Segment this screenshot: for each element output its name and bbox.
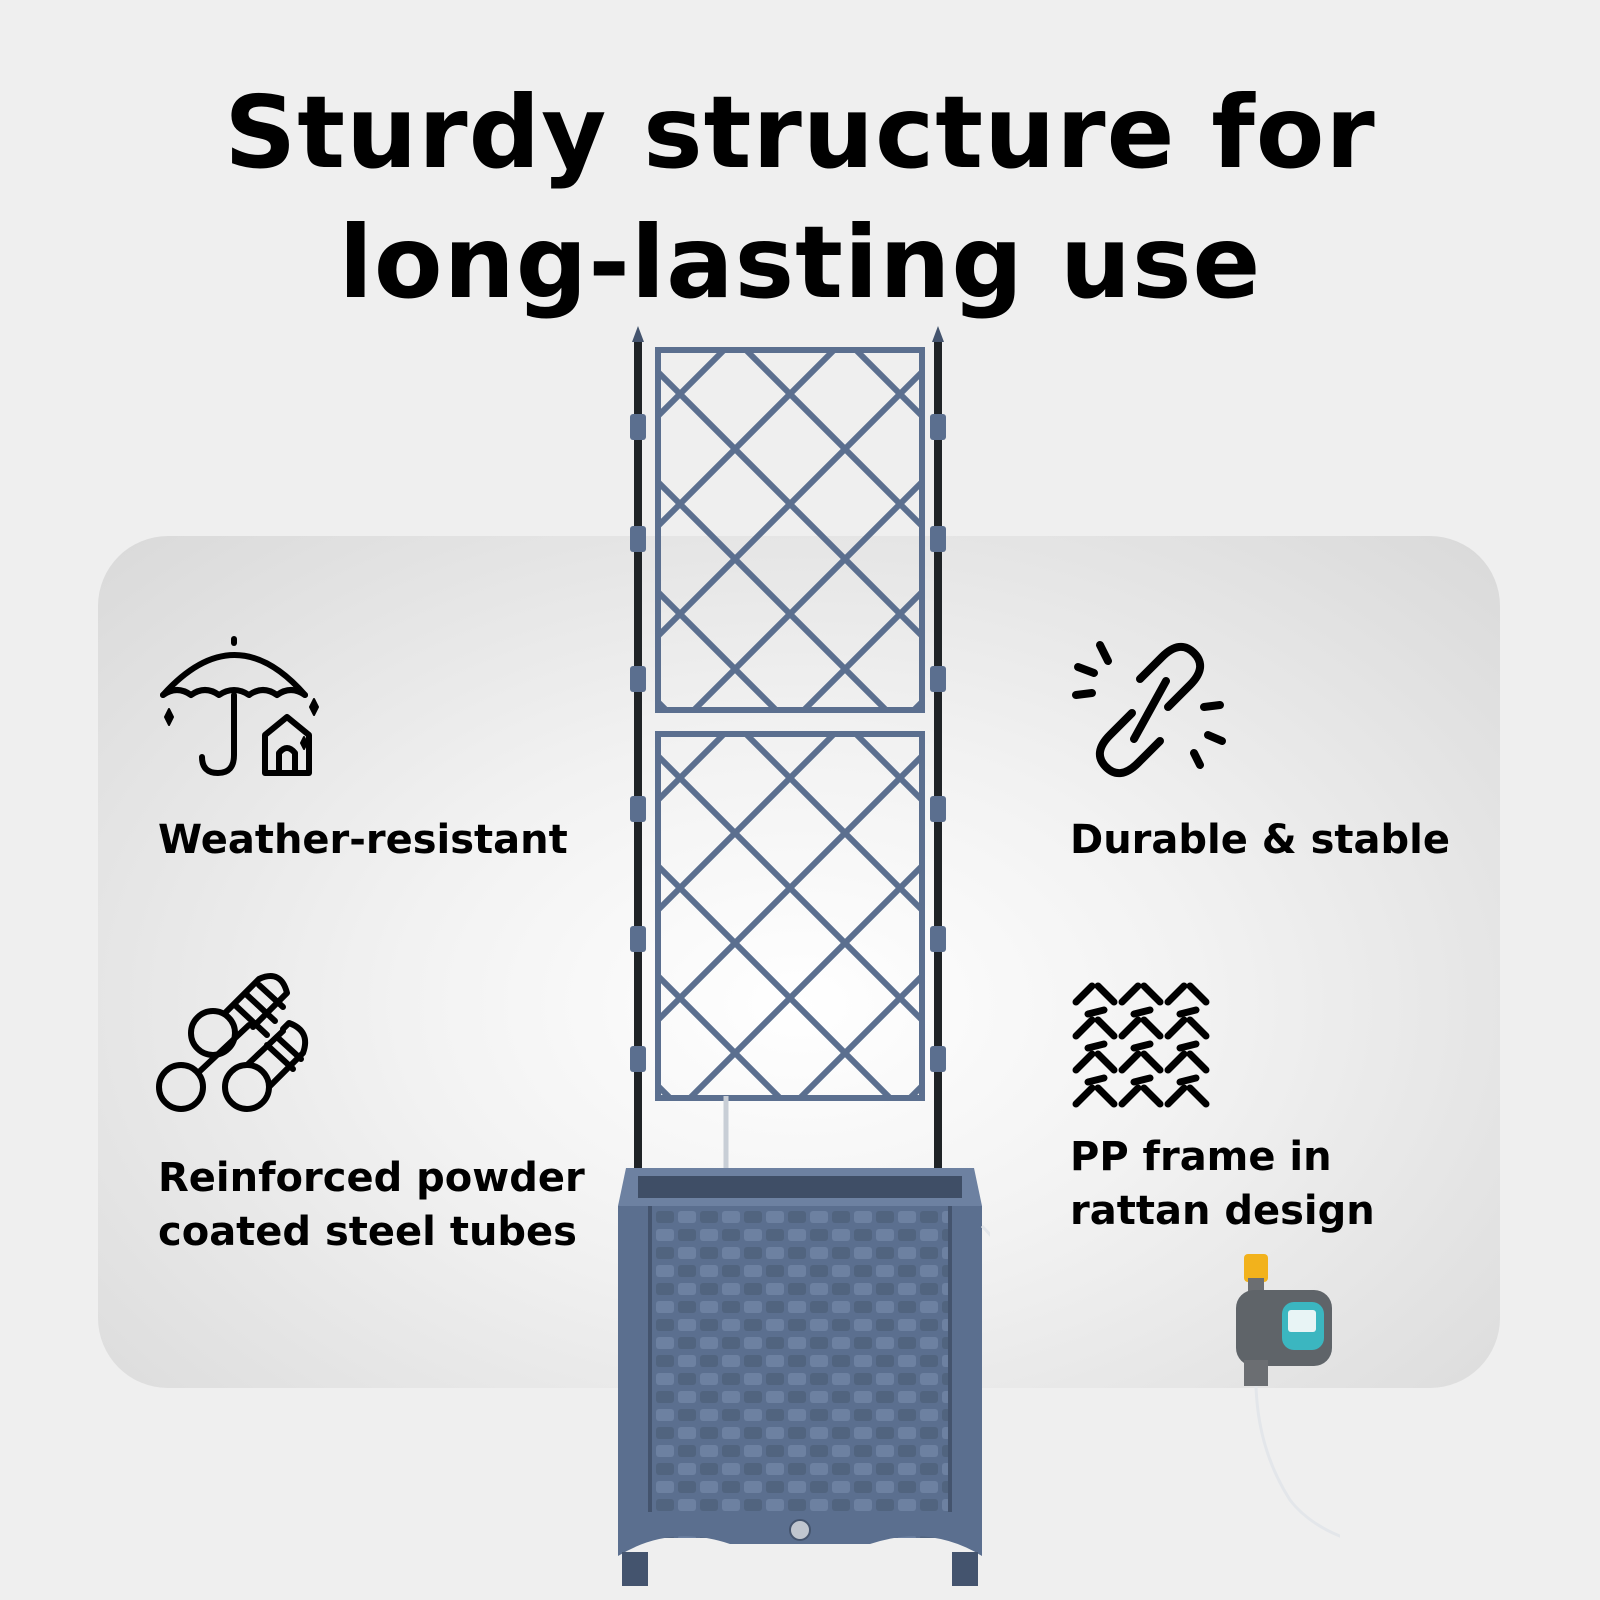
trellis-planter-image: [610, 326, 1171, 1590]
chain-link-icon: [1070, 635, 1230, 785]
headline: Sturdy structure for long-lasting use: [0, 68, 1600, 328]
feature-rattan-line-1: PP frame in: [1070, 1134, 1332, 1180]
feature-weather-label: Weather-resistant: [158, 817, 568, 863]
headline-line-2: long-lasting use: [338, 204, 1262, 321]
steel-tubes-icon: [155, 965, 315, 1115]
feature-steel-label: Reinforced powder coated steel tubes: [158, 1151, 585, 1259]
feature-rattan-label: PP frame in rattan design: [1070, 1130, 1375, 1238]
water-timer-image: [1140, 1250, 1351, 1550]
feature-steel-line-1: Reinforced powder: [158, 1155, 585, 1201]
rattan-weave-icon: [1070, 980, 1220, 1110]
trellis-planter-svg: [618, 326, 1171, 1586]
feature-durable-label: Durable & stable: [1070, 817, 1450, 863]
water-timer-svg: [1236, 1254, 1351, 1542]
umbrella-house-icon: [155, 635, 325, 785]
headline-line-1: Sturdy structure for: [224, 74, 1376, 191]
feature-rattan-line-2: rattan design: [1070, 1188, 1375, 1234]
feature-steel-line-2: coated steel tubes: [158, 1209, 577, 1255]
